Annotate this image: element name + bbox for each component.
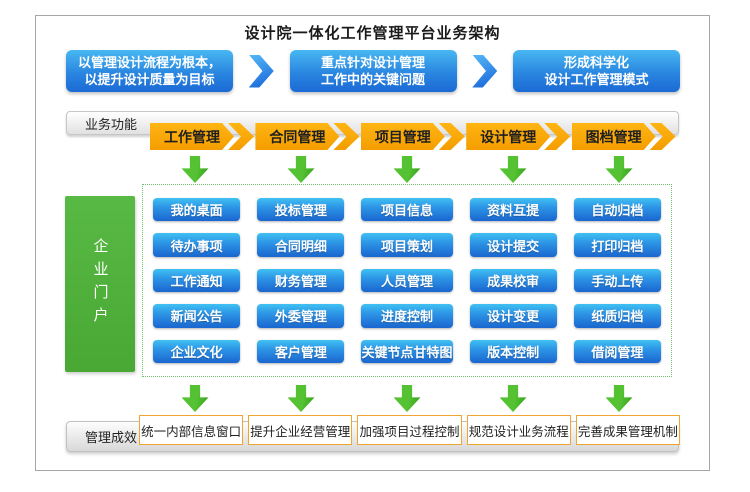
outcomes-label: 管理成效 xyxy=(85,430,138,445)
module-chip: 借阅管理 xyxy=(573,339,661,363)
arrow-row-top xyxy=(142,156,672,183)
category-ribbon-design: 设计管理 xyxy=(466,123,571,150)
module-chip: 人员管理 xyxy=(361,268,453,293)
category-ribbon-archive: 图档管理 xyxy=(571,123,677,150)
category-ribbon-work: 工作管理 xyxy=(150,123,255,150)
down-arrow-icon xyxy=(287,156,315,183)
category-ribbon-contract: 合同管理 xyxy=(255,123,360,150)
module-chip: 外委管理 xyxy=(257,304,345,328)
category-ribbon-label: 项目管理 xyxy=(360,123,445,150)
diagram-title: 设计院一体化工作管理平台业务架构 xyxy=(244,25,501,42)
category-ribbon-row: 工作管理 合同管理 项目管理 设计管理 图档管理 xyxy=(150,123,677,150)
category-ribbon-label: 合同管理 xyxy=(255,123,340,150)
module-chip: 纸质归档 xyxy=(573,304,661,328)
goal-step-3-line2: 设计工作管理模式 xyxy=(544,72,649,87)
goal-step-3: 形成科学化 设计工作管理模式 xyxy=(513,50,680,92)
module-chip: 成果校审 xyxy=(469,268,557,293)
down-arrow-icon xyxy=(605,156,633,183)
down-arrow-icon xyxy=(181,385,209,412)
module-chip: 我的桌面 xyxy=(153,198,241,222)
module-chip: 合同明细 xyxy=(257,233,345,257)
outcome-box: 规范设计业务流程 xyxy=(466,415,571,445)
module-chip: 进度控制 xyxy=(361,304,453,328)
outcome-box: 加强项目过程控制 xyxy=(357,415,462,445)
goal-step-3-line1: 形成科学化 xyxy=(563,55,629,70)
module-chip: 设计提交 xyxy=(469,233,557,257)
outcomes-row: 统一内部信息窗口 提升企业经营管理 加强项目过程控制 规范设计业务流程 完善成果… xyxy=(139,415,681,445)
category-ribbon-label: 工作管理 xyxy=(150,123,234,150)
module-chip: 打印归档 xyxy=(573,233,661,257)
down-arrow-icon xyxy=(605,385,633,412)
category-ribbon-label: 图档管理 xyxy=(571,123,656,150)
business-functions-label: 业务功能 xyxy=(85,116,138,132)
module-chip: 投标管理 xyxy=(257,198,345,222)
goal-step-1-line2: 以提升设计质量为目标 xyxy=(84,72,215,87)
goal-step-2-line1: 重点针对设计管理 xyxy=(320,55,425,70)
goal-flow: 以管理设计流程为根本， 以提升设计质量为目标 重点针对设计管理 工作中的关键问题… xyxy=(66,50,680,92)
enterprise-portal-box: 企业门户 xyxy=(65,196,135,372)
module-chip: 待办事项 xyxy=(153,233,241,257)
module-chip: 企业文化 xyxy=(153,339,241,363)
down-arrow-icon xyxy=(181,156,209,183)
module-chip: 财务管理 xyxy=(257,268,345,293)
module-chip: 设计变更 xyxy=(469,304,557,328)
module-chip: 版本控制 xyxy=(469,339,557,363)
flow-arrow-right-icon xyxy=(472,54,498,88)
down-arrow-icon xyxy=(287,385,315,412)
goal-step-2-line2: 工作中的关键问题 xyxy=(320,72,425,87)
module-chip: 关键节点甘特图 xyxy=(361,339,453,363)
module-grid: 我的桌面 待办事项 工作通知 新闻公告 企业文化 投标管理 合同明细 财务管理 … xyxy=(142,184,672,377)
module-chip: 工作通知 xyxy=(153,268,241,293)
goal-step-2: 重点针对设计管理 工作中的关键问题 xyxy=(289,50,457,92)
down-arrow-icon xyxy=(393,156,421,183)
down-arrow-icon xyxy=(393,385,421,412)
outcome-box: 统一内部信息窗口 xyxy=(139,415,244,445)
module-chip: 手动上传 xyxy=(573,268,661,293)
module-chip: 项目信息 xyxy=(361,198,453,222)
down-arrow-icon xyxy=(499,385,527,412)
arrow-row-bottom xyxy=(142,385,672,412)
module-chip: 新闻公告 xyxy=(153,304,241,328)
module-chip: 项目策划 xyxy=(361,233,453,257)
down-arrow-icon xyxy=(499,156,527,183)
goal-step-1-line1: 以管理设计流程为根本， xyxy=(77,55,221,70)
module-chip: 客户管理 xyxy=(257,339,345,363)
module-chip: 自动归档 xyxy=(573,198,661,222)
category-ribbon-project: 项目管理 xyxy=(360,123,466,150)
outcome-box: 提升企业经营管理 xyxy=(248,415,353,445)
outcome-box: 完善成果管理机制 xyxy=(575,415,681,445)
module-chip: 资料互提 xyxy=(469,198,557,222)
goal-step-1: 以管理设计流程为根本， 以提升设计质量为目标 xyxy=(66,50,233,92)
flow-arrow-right-icon xyxy=(248,54,274,88)
category-ribbon-label: 设计管理 xyxy=(466,123,551,150)
